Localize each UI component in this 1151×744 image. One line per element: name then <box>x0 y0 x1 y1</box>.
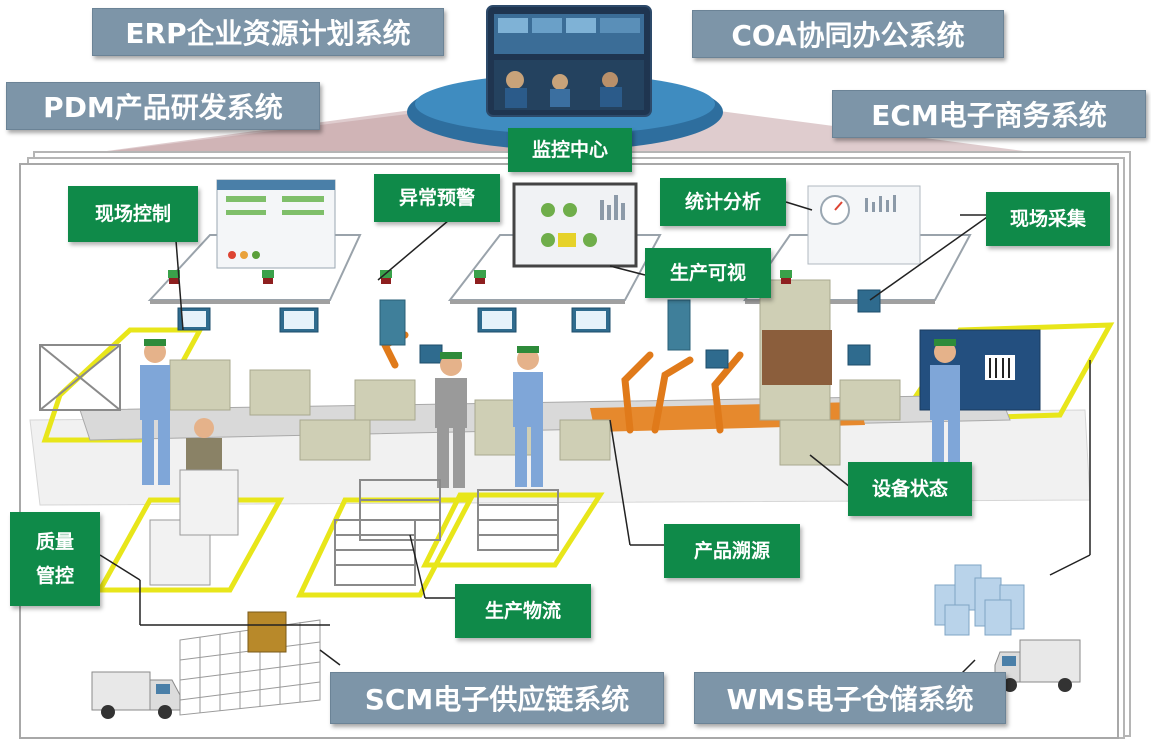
press-machine <box>762 330 832 385</box>
truck-left <box>91 671 181 719</box>
quality-label-line1: 质量 <box>35 531 74 553</box>
truck-right <box>994 639 1081 692</box>
field-collection-label: 现场采集 <box>986 192 1110 246</box>
field-control-label: 现场控制 <box>68 186 198 242</box>
production-logistics-label: 生产物流 <box>455 584 591 638</box>
production-visual-label: 生产可视 <box>645 248 771 298</box>
coa-system-label: COA协同办公系统 <box>692 10 1004 58</box>
worker-figures <box>140 339 960 488</box>
product-trace-label: 产品溯源 <box>664 524 800 578</box>
equipment-status-label: 设备状态 <box>848 462 972 516</box>
pdm-system-label: PDM产品研发系统 <box>6 82 320 130</box>
erp-system-label: ERP企业资源计划系统 <box>92 8 444 56</box>
scm-system-label: SCM电子供应链系统 <box>330 672 664 724</box>
control-screenshot <box>216 179 336 269</box>
wms-system-label: WMS电子仓储系统 <box>694 672 1006 724</box>
stats-dashboard <box>807 185 921 265</box>
exception-alert-label: 异常预警 <box>374 174 500 222</box>
monitor-center-label: 监控中心 <box>508 128 632 172</box>
ecm-system-label: ECM电子商务系统 <box>832 90 1146 138</box>
quality-label-line2: 管控 <box>35 565 74 587</box>
quality-control-label: 质量 管控 <box>10 512 100 606</box>
statistics-label: 统计分析 <box>660 178 786 226</box>
